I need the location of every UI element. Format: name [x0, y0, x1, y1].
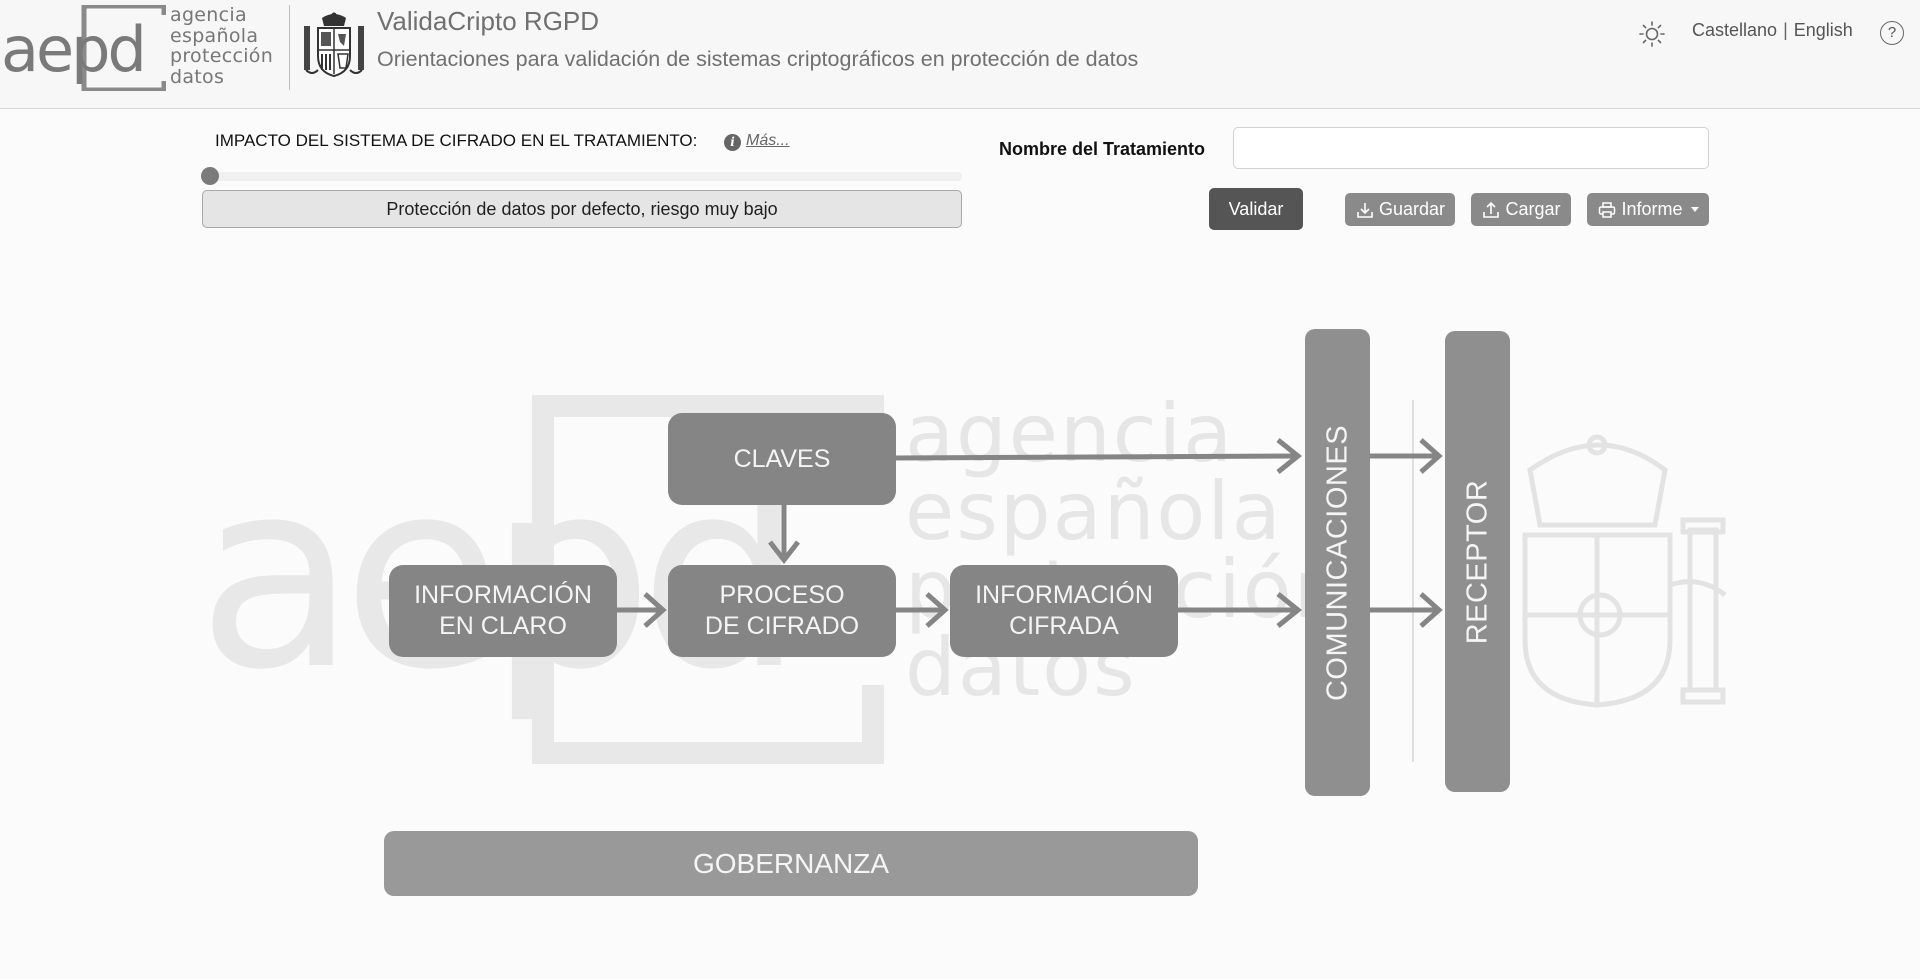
node-comunicaciones-label: COMUNICACIONES — [1321, 424, 1353, 701]
aepd-logo-mark: aepd — [1, 5, 166, 91]
logo-word-agencia: agencia — [170, 4, 247, 26]
treatment-name-label: Nombre del Tratamiento — [999, 139, 1206, 159]
arrow-claves-comunicaciones — [895, 453, 1297, 461]
sun-icon[interactable] — [1638, 20, 1666, 48]
node-receptor-label: RECEPTOR — [1461, 479, 1493, 644]
cargar-button[interactable]: Cargar — [1471, 193, 1571, 226]
language-selector: Castellano|English — [1692, 20, 1853, 41]
upload-icon — [1483, 201, 1500, 218]
header-divider — [289, 5, 290, 90]
app-header: aepd agencia española protección datos V… — [0, 0, 1920, 109]
crest-watermark-icon — [1522, 434, 1727, 708]
lang-castellano[interactable]: Castellano — [1692, 20, 1778, 40]
cargar-label: Cargar — [1505, 199, 1561, 219]
app-subtitle: Orientaciones para validación de sistema… — [377, 47, 1139, 71]
printer-icon — [1599, 201, 1616, 218]
node-claves-label: CLAVES — [733, 444, 831, 473]
lang-separator: | — [1783, 20, 1788, 40]
impact-level-display: Protección de datos por defecto, riesgo … — [202, 190, 962, 228]
node-claro-line1: INFORMACIÓN — [414, 581, 592, 609]
node-claves[interactable]: CLAVES — [668, 413, 896, 505]
guardar-button[interactable]: Guardar — [1345, 193, 1455, 226]
chevron-down-icon — [1690, 207, 1699, 212]
node-cifrada-line2: CIFRADA — [1009, 612, 1119, 640]
watermark-words: agencia española protección datos — [905, 394, 1346, 708]
spain-crest-icon — [304, 12, 364, 78]
receptor-divider — [1412, 400, 1414, 762]
node-claro-line2: EN CLARO — [439, 612, 567, 640]
impact-slider-thumb[interactable] — [201, 167, 219, 185]
more-info-link[interactable]: Más... — [746, 132, 790, 149]
guardar-label: Guardar — [1378, 199, 1446, 219]
node-proceso-de-cifrado[interactable]: PROCESO DE CIFRADO — [668, 565, 896, 657]
svg-text:aepd: aepd — [1, 13, 144, 86]
node-comunicaciones[interactable]: COMUNICACIONES — [1305, 329, 1370, 796]
logo-word-proteccion: protección — [170, 45, 274, 67]
treatment-name-input[interactable] — [1233, 127, 1709, 169]
logo-word-espanola: española — [170, 24, 259, 47]
impact-slider-track[interactable] — [202, 172, 962, 181]
node-cifrada-label: INFORMACIÓN CIFRADA — [975, 580, 1153, 642]
informe-label: Informe — [1621, 199, 1683, 219]
logo-words: agencia española protección datos — [170, 5, 273, 87]
node-gobernanza[interactable]: GOBERNANZA — [384, 831, 1198, 896]
app-title: ValidaCripto RGPD — [377, 6, 600, 36]
wm-word-espanola: española — [905, 465, 1283, 558]
node-proceso-line2: DE CIFRADO — [704, 612, 860, 640]
node-cifrada-line1: INFORMACIÓN — [975, 581, 1153, 609]
lang-english[interactable]: English — [1793, 20, 1853, 40]
node-informacion-en-claro[interactable]: INFORMACIÓN EN CLARO — [389, 565, 617, 657]
node-proceso-line1: PROCESO — [719, 581, 845, 609]
question-circle-icon[interactable]: ? — [1880, 21, 1904, 45]
info-circle-icon[interactable]: i — [724, 134, 741, 151]
node-informacion-cifrada[interactable]: INFORMACIÓN CIFRADA — [950, 565, 1178, 657]
download-icon — [1357, 202, 1373, 218]
aepd-logo[interactable]: aepd agencia española protección datos — [0, 0, 285, 100]
logo-word-datos: datos — [170, 65, 225, 88]
validar-button[interactable]: Validar — [1209, 188, 1303, 230]
node-receptor[interactable]: RECEPTOR — [1445, 331, 1510, 792]
impact-label: IMPACTO DEL SISTEMA DE CIFRADO EN EL TRA… — [215, 131, 698, 150]
node-proceso-label: PROCESO DE CIFRADO — [705, 580, 859, 642]
informe-dropdown-button[interactable]: Informe — [1587, 193, 1709, 226]
node-claro-label: INFORMACIÓN EN CLARO — [414, 580, 592, 642]
